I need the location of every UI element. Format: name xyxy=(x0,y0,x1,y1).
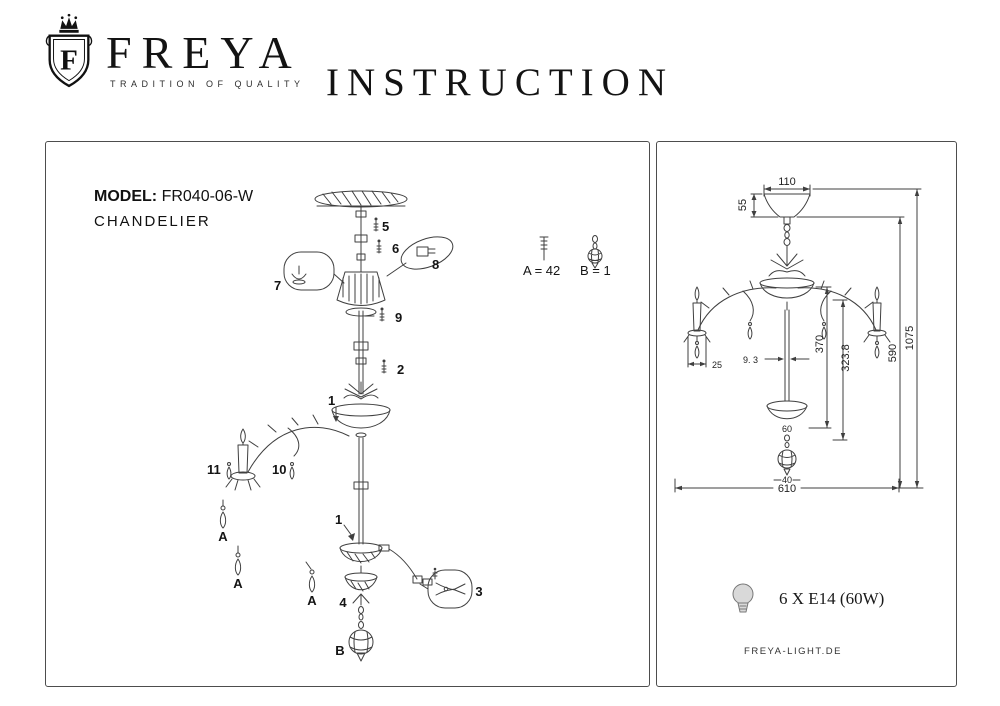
leaf-cluster xyxy=(343,381,379,400)
dim-40-label: 40 xyxy=(782,475,792,485)
callout-2-label: 2 xyxy=(397,362,404,377)
bottom-chain xyxy=(358,606,364,629)
dim-55-lines xyxy=(750,193,779,218)
assembly-panel: MODEL: FR040-06-W CHANDELIER xyxy=(45,141,650,687)
brand-shield-icon: F xyxy=(45,13,93,88)
callout-a3-label: A xyxy=(307,593,317,608)
callout-6-label: 6 xyxy=(392,241,399,256)
lamp-spec: 6 X E14 (60W) xyxy=(779,589,884,608)
dim-25-lines xyxy=(687,336,707,368)
screw-icon-5 xyxy=(373,217,379,232)
arms-outline xyxy=(697,280,877,340)
dim-1075-label: 1075 xyxy=(904,326,916,350)
product-type: CHANDELIER xyxy=(94,213,211,230)
dim-610-label: 610 xyxy=(778,483,796,495)
callout-7-label: 7 xyxy=(274,278,281,293)
canopy xyxy=(336,271,386,317)
candle xyxy=(225,428,261,491)
callout-8-bubble xyxy=(386,236,454,277)
crystal-ball-b xyxy=(348,629,374,662)
model-label: MODEL: xyxy=(94,188,158,205)
ceiling-plate xyxy=(314,190,408,208)
callout-3-label: 3 xyxy=(475,584,482,599)
callout-7-bubble xyxy=(283,251,345,291)
screw-icon-2 xyxy=(381,359,387,374)
callout-8-label: 8 xyxy=(432,257,439,272)
callout-1b-label: 1 xyxy=(335,512,342,527)
bottom-ball-outline xyxy=(777,449,797,476)
dim-110-label: 110 xyxy=(778,176,796,188)
arm-hub xyxy=(339,542,438,586)
bulb-icon xyxy=(732,583,754,613)
callout-b-label: B xyxy=(335,643,344,658)
chandelier-arm xyxy=(247,414,350,473)
screw-icon-6 xyxy=(376,239,382,254)
center-bowl-outline xyxy=(766,400,808,420)
callout-1-label: 1 xyxy=(328,393,335,408)
arrow-1-bottom xyxy=(343,524,355,541)
upper-column xyxy=(353,310,369,395)
brand-name: FREYA xyxy=(106,27,302,78)
left-candle xyxy=(683,286,711,359)
assembly-diagram: 5 6 7 8 9 2 1 11 10 1 4 3 A A A B A = 42… xyxy=(207,190,611,662)
callout-9-label: 9 xyxy=(395,310,402,325)
dim-9-3-lines xyxy=(764,356,810,362)
suspension-stem xyxy=(354,206,368,273)
chain xyxy=(783,216,791,246)
dim-323-label: 323.8 xyxy=(840,344,852,372)
callout-10-label: 10 xyxy=(272,462,286,477)
canopy-outline xyxy=(763,193,811,218)
legend-b-count: B = 1 xyxy=(580,263,611,278)
callout-5-label: 5 xyxy=(382,219,389,234)
dim-25-label: 25 xyxy=(712,360,722,370)
pliers-icon xyxy=(435,582,466,596)
dimensions-panel: 110 55 25 9. 3 370 323.8 590 1075 60 40 … xyxy=(656,141,957,687)
screw-icon-9 xyxy=(364,307,385,322)
bottom-chain-outline xyxy=(784,434,790,448)
dim-590-label: 590 xyxy=(887,344,899,362)
model-line: MODEL: FR040-06-W xyxy=(94,188,253,206)
shield-outline xyxy=(45,34,93,88)
website: FREYA-LIGHT.DE xyxy=(744,646,842,657)
page-title: INSTRUCTION xyxy=(326,61,674,104)
top-leaves xyxy=(768,245,806,277)
legend-ball-icon xyxy=(587,235,603,269)
crown-icon xyxy=(59,13,79,33)
dim-9-3-label: 9. 3 xyxy=(743,355,758,365)
dim-323-lines xyxy=(832,299,848,441)
callout-3-bubble xyxy=(419,569,473,609)
legend-screw-icon xyxy=(539,236,549,261)
crystal-drop-icon xyxy=(226,462,295,480)
dim-55-label: 55 xyxy=(737,199,749,211)
crystal-pendants-a xyxy=(219,499,316,593)
model-value: FR040-06-W xyxy=(161,188,254,205)
bottom-cup xyxy=(344,565,378,606)
dim-370-label: 370 xyxy=(814,335,826,353)
callout-a2-label: A xyxy=(233,576,243,591)
callout-a-label: A xyxy=(218,529,228,544)
lower-column xyxy=(353,437,369,545)
top-bowl-outline xyxy=(759,277,815,311)
central-column xyxy=(784,309,790,402)
arrow-1-top xyxy=(333,406,339,422)
logo-letter: F xyxy=(60,45,78,77)
legend-a-count: A = 42 xyxy=(523,263,560,278)
callout-11-label: 11 xyxy=(207,462,221,477)
dim-60-label: 60 xyxy=(782,424,792,434)
dimension-diagram: 110 55 25 9. 3 370 323.8 590 1075 60 40 … xyxy=(674,176,924,657)
callout-4-label: 4 xyxy=(339,595,347,610)
dim-370-lines xyxy=(808,286,832,429)
dim-610-lines xyxy=(674,478,900,493)
brand-tagline: TRADITION OF QUALITY xyxy=(110,79,305,89)
right-candle xyxy=(863,286,891,359)
